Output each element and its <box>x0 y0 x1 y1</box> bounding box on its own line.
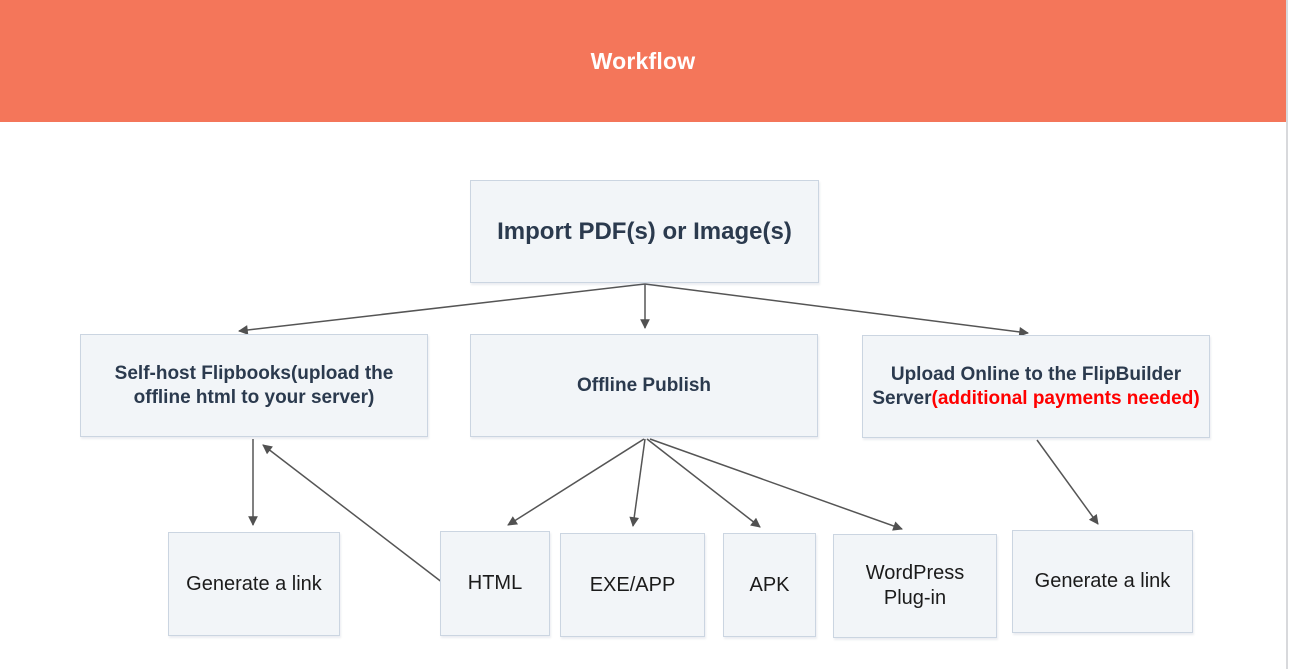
page-title: Workflow <box>590 47 696 74</box>
node-import-pdf-label: Import PDF(s) or Image(s) <box>497 217 792 245</box>
page-right-border <box>1286 0 1288 669</box>
connector-import-to-self-host <box>238 283 646 335</box>
node-upload-online-label: Upload Online to the FlipBuilder Server(… <box>872 363 1200 411</box>
connector-offline-publish-to-wordpress <box>649 438 903 531</box>
connector-import-to-upload-online <box>644 283 1029 337</box>
header-banner: Workflow <box>0 0 1286 122</box>
connector-offline-publish-to-apk <box>646 438 761 528</box>
node-offline-publish: Offline Publish <box>470 334 818 437</box>
node-wordpress-plugin-label: WordPress Plug-in <box>865 562 965 609</box>
node-upload-online-label-main: Upload Online to the FlipBuilder Server <box>872 363 1182 409</box>
node-generate-link-right-label: Generate a link <box>1034 570 1171 592</box>
node-generate-link-right: Generate a link <box>1012 530 1193 633</box>
node-exe-app: EXE/APP <box>560 533 705 637</box>
node-exe-app-label: EXE/APP <box>589 573 676 596</box>
node-html: HTML <box>440 531 550 636</box>
node-html-label: HTML <box>467 572 523 594</box>
node-apk: APK <box>723 533 816 637</box>
node-self-host-label: Self-host Flipbooks(upload the offline h… <box>114 362 394 408</box>
node-import-pdf: Import PDF(s) or Image(s) <box>470 180 819 283</box>
node-wordpress-plugin: WordPress Plug-in <box>833 534 997 638</box>
connector-offline-publish-to-exe-app <box>629 438 646 527</box>
connector-upload-online-to-generate-link-right <box>1036 439 1099 525</box>
node-generate-link-left-label: Generate a link <box>186 572 322 595</box>
node-generate-link-left: Generate a link <box>168 532 340 636</box>
node-upload-online: Upload Online to the FlipBuilder Server(… <box>862 335 1210 438</box>
connector-offline-publish-to-html <box>507 438 645 526</box>
node-self-host: Self-host Flipbooks(upload the offline h… <box>80 334 428 437</box>
node-offline-publish-label: Offline Publish <box>576 374 712 396</box>
node-upload-online-label-warning: (additional payments needed) <box>931 387 1200 409</box>
node-apk-label: APK <box>749 573 790 596</box>
